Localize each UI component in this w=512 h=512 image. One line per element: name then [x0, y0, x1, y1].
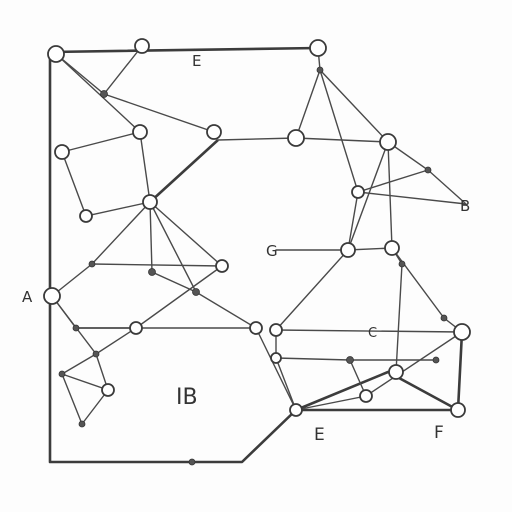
- label-c-mid: C: [368, 326, 377, 341]
- edge: [365, 331, 463, 397]
- junction-dot: [316, 66, 324, 74]
- node[interactable]: [249, 321, 263, 335]
- edge: [149, 201, 257, 329]
- edge: [275, 249, 349, 331]
- junction-group: [58, 66, 448, 466]
- edge: [75, 265, 223, 329]
- edge: [391, 247, 463, 333]
- node[interactable]: [43, 287, 61, 305]
- edge-group: [51, 45, 467, 425]
- junction-dot: [78, 420, 86, 428]
- node[interactable]: [340, 242, 356, 258]
- label-g-mid: G: [266, 242, 278, 260]
- node-group: [43, 38, 471, 418]
- edge: [149, 201, 197, 293]
- node[interactable]: [309, 39, 327, 57]
- node[interactable]: [289, 403, 303, 417]
- edge: [91, 263, 223, 267]
- node[interactable]: [132, 124, 148, 140]
- node[interactable]: [384, 240, 400, 256]
- node[interactable]: [142, 194, 158, 210]
- node[interactable]: [129, 321, 143, 335]
- edge: [395, 263, 403, 373]
- node[interactable]: [79, 209, 93, 223]
- junction-dot: [100, 90, 108, 98]
- node[interactable]: [351, 185, 365, 199]
- edge: [61, 151, 151, 217]
- edge: [61, 327, 137, 375]
- edge: [149, 201, 223, 267]
- node[interactable]: [270, 352, 282, 364]
- junction-dot: [88, 260, 96, 268]
- node[interactable]: [206, 124, 222, 140]
- edge: [51, 201, 151, 297]
- node[interactable]: [388, 364, 404, 380]
- junction-dot: [72, 324, 80, 332]
- label-a-left: A: [22, 288, 33, 306]
- edge: [61, 131, 151, 203]
- junction-dot: [148, 268, 156, 276]
- label-e-top: E: [192, 52, 201, 70]
- node[interactable]: [450, 402, 466, 418]
- edge: [55, 45, 143, 95]
- node[interactable]: [287, 129, 305, 147]
- outer-frame: [48, 46, 464, 464]
- label-b-right: B: [460, 197, 470, 215]
- node[interactable]: [215, 259, 229, 273]
- node[interactable]: [359, 389, 373, 403]
- edge: [275, 141, 389, 251]
- edge: [51, 295, 257, 329]
- node[interactable]: [134, 38, 150, 54]
- edge: [61, 373, 83, 425]
- junction-dot: [346, 356, 354, 364]
- edge: [275, 329, 297, 411]
- edge: [357, 191, 467, 205]
- inner-frame-edge: [149, 139, 459, 412]
- edge: [347, 191, 393, 251]
- edge: [55, 53, 141, 133]
- junction-dot: [440, 314, 448, 322]
- node[interactable]: [47, 45, 65, 63]
- edge: [295, 68, 389, 143]
- label-f-bottom: F: [434, 423, 444, 443]
- edge: [61, 373, 110, 425]
- junction-dot: [424, 166, 432, 174]
- edge: [275, 329, 463, 333]
- junction-dot: [92, 350, 100, 358]
- junction-dot: [432, 356, 440, 364]
- edge: [275, 357, 437, 361]
- node[interactable]: [379, 133, 397, 151]
- label-ib-center: IB: [176, 385, 198, 410]
- label-e-bottom: E: [314, 425, 325, 445]
- node[interactable]: [269, 323, 283, 337]
- node[interactable]: [101, 383, 115, 397]
- junction-dot: [188, 458, 196, 466]
- junction-dot: [192, 288, 200, 296]
- edge: [319, 69, 429, 193]
- node[interactable]: [54, 144, 70, 160]
- junction-dot: [58, 370, 66, 378]
- edge: [255, 327, 297, 411]
- node[interactable]: [453, 323, 471, 341]
- edge: [103, 93, 215, 133]
- junction-dot: [398, 260, 406, 268]
